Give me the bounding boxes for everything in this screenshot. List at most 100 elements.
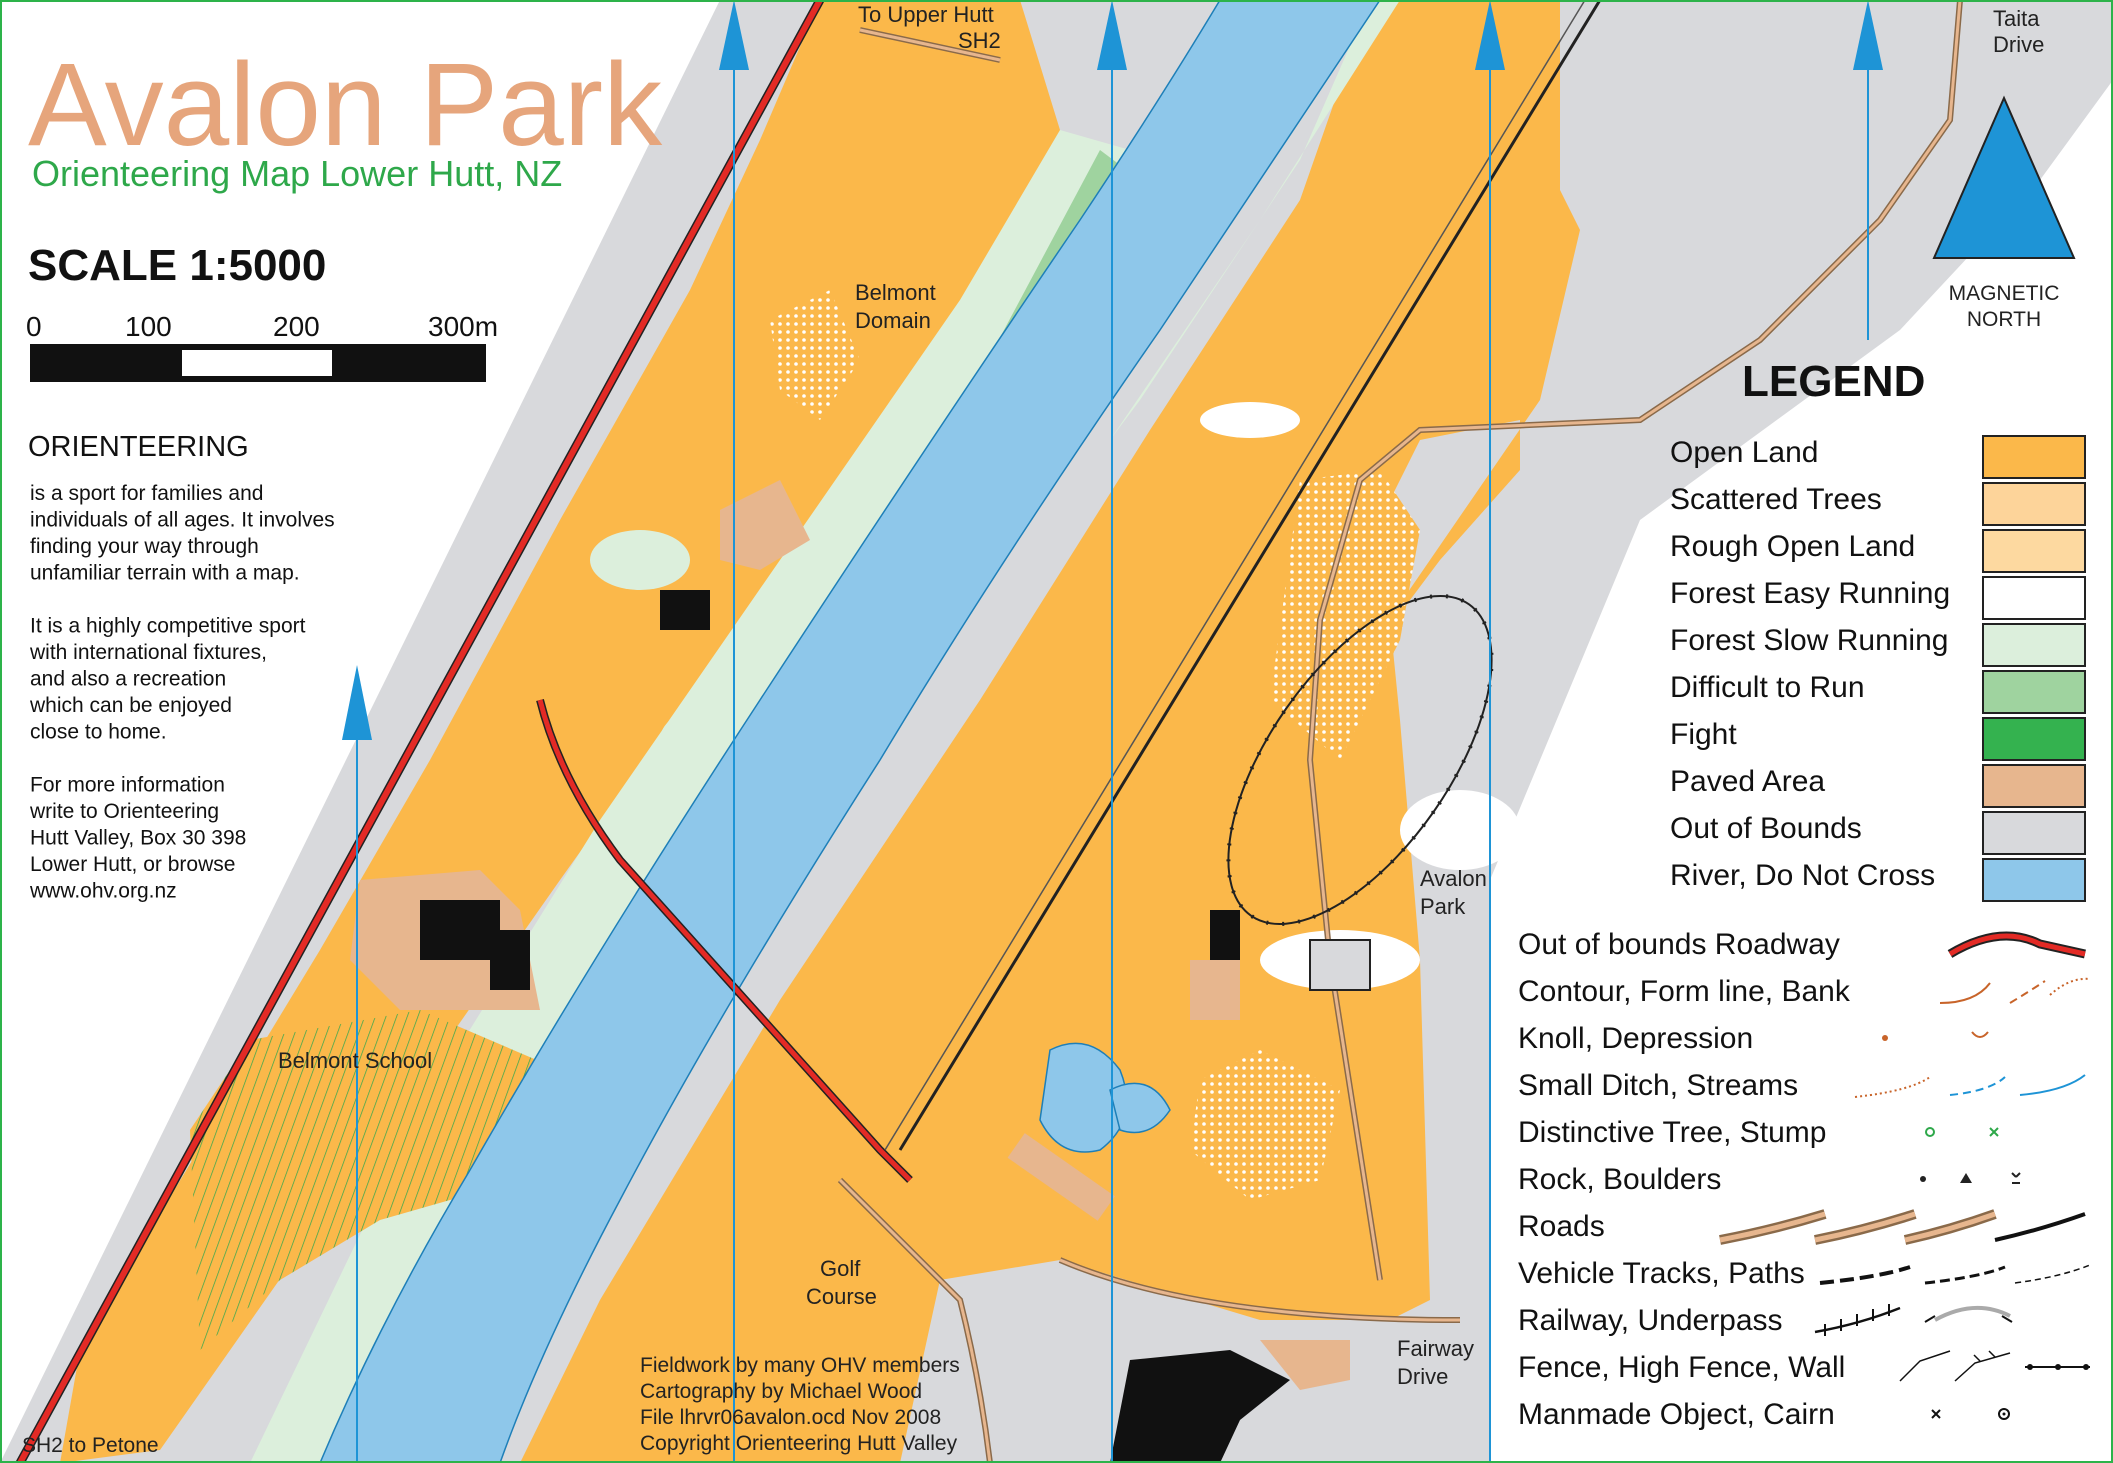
legend-label: Scattered Trees xyxy=(1670,483,1882,516)
scale-tick-200: 200 xyxy=(273,311,320,342)
legend-label: Out of bounds Roadway xyxy=(1518,928,1840,961)
scattered-trees-4 xyxy=(770,290,860,420)
belmont-school-grounds xyxy=(190,1010,560,1350)
info-line: Lower Hutt, or browse xyxy=(30,853,235,876)
info-line: write to Orienteering xyxy=(29,800,219,823)
place-belmont-school: Belmont School xyxy=(278,1048,432,1073)
lower-paved xyxy=(1260,1340,1350,1390)
info-line: For more information xyxy=(30,774,225,797)
hutt-river xyxy=(319,0,1381,1463)
info-heading: ORIENTEERING xyxy=(28,431,249,463)
info-line: It is a highly competitive sport xyxy=(30,615,306,638)
place-golf-2: Course xyxy=(806,1284,877,1309)
credit-line-4: Copyright Orienteering Hutt Valley xyxy=(640,1432,958,1455)
magnetic-north-icon xyxy=(1932,95,2076,259)
legend-swatch xyxy=(1982,529,2086,573)
legend-label: Rough Open Land xyxy=(1670,530,1915,563)
forest-patch-4 xyxy=(660,710,740,770)
info-line: with international fixtures, xyxy=(29,641,267,664)
info-line: and also a recreation xyxy=(30,668,226,691)
legend-label: Paved Area xyxy=(1670,765,1825,798)
place-upper-hutt-1: To Upper Hutt xyxy=(858,2,994,27)
place-taita-1: Taita xyxy=(1993,6,2040,31)
road-symbol xyxy=(1719,1209,2086,1245)
road-upper-hutt-fill xyxy=(859,28,1001,62)
legend-title: LEGEND xyxy=(1742,357,1925,406)
legend-swatch xyxy=(1982,435,2086,479)
credit-line-1: Fieldwork by many OHV members xyxy=(640,1354,960,1377)
domain-building xyxy=(660,590,710,630)
roadway-symbol xyxy=(1947,931,2086,959)
legend-label: Distinctive Tree, Stump xyxy=(1518,1116,1826,1149)
forest-patch-5 xyxy=(590,530,690,590)
cairn-symbol xyxy=(1931,1408,2010,1420)
legend-label: Forest Easy Running xyxy=(1670,577,1950,610)
right-panel-white xyxy=(1490,80,2113,1463)
north-line-arrows xyxy=(342,0,1883,740)
info-body: is a sport for families and individuals o… xyxy=(29,482,335,903)
golf-paved xyxy=(1007,1133,1115,1221)
north-lines xyxy=(356,60,1869,1463)
magnetic-north-label-1: MAGNETIC xyxy=(1949,282,2060,305)
domain-paved xyxy=(720,480,810,570)
place-petone: SH2 to Petone xyxy=(22,1434,159,1457)
legend-swatch xyxy=(1982,858,2086,902)
info-line: which can be enjoyed xyxy=(29,694,232,717)
credit-line-3: File lhrvr06avalon.ocd Nov 2008 xyxy=(640,1406,941,1429)
scale-tick-300: 300m xyxy=(428,311,498,342)
park-building-2 xyxy=(1210,910,1240,960)
legend-swatch xyxy=(1982,764,2086,808)
legend-swatch xyxy=(1982,811,2086,855)
railway-line-2 xyxy=(884,0,1586,1151)
place-fairway-1: Fairway xyxy=(1397,1336,1474,1361)
legend-swatch xyxy=(1982,576,2086,620)
lower-building xyxy=(1110,1350,1290,1463)
forest-patch-1 xyxy=(1200,402,1300,438)
legend-label: Railway, Underpass xyxy=(1518,1304,1783,1337)
legend-swatch xyxy=(1982,482,2086,526)
stream-symbol xyxy=(1854,1074,2086,1098)
legend-swatch xyxy=(1982,670,2086,714)
info-line: individuals of all ages. It involves xyxy=(30,509,335,532)
legend-label: River, Do Not Cross xyxy=(1670,859,1935,892)
map-subtitle: Orienteering Map Lower Hutt, NZ xyxy=(32,153,562,194)
oval-track-line xyxy=(1227,595,1493,925)
info-line: close to home. xyxy=(30,721,167,744)
road-fairway-fill xyxy=(1059,1258,1461,1322)
park-paved xyxy=(1190,960,1240,1020)
scale-bar xyxy=(30,344,486,382)
info-line: is a sport for families and xyxy=(30,482,263,505)
map-title: Avalon Park xyxy=(28,39,663,171)
place-taita-2: Drive xyxy=(1993,32,2044,57)
pond-2 xyxy=(1109,1082,1171,1134)
legend-label: Manmade Object, Cairn xyxy=(1518,1398,1835,1431)
scale-tick-0: 0 xyxy=(26,311,42,342)
place-belmont-domain-2: Domain xyxy=(855,308,931,333)
forest-patch-3 xyxy=(1400,790,1520,870)
place-avalon-park-2: Park xyxy=(1420,894,1466,919)
info-line: www.ohv.org.nz xyxy=(29,880,177,903)
info-line: Hutt Valley, Box 30 398 xyxy=(30,827,246,850)
scale-tick-100: 100 xyxy=(125,311,172,342)
scattered-trees-3 xyxy=(1190,1050,1340,1200)
railway-symbol xyxy=(1814,1304,2013,1336)
park-building xyxy=(1309,939,1371,991)
magnetic-north-label-2: NORTH xyxy=(1967,308,2041,331)
scattered-trees-2 xyxy=(1270,470,1420,760)
road-taita-fill xyxy=(1308,0,1962,1281)
place-belmont-domain-1: Belmont xyxy=(855,280,936,305)
legend-label: Difficult to Run xyxy=(1670,671,1865,704)
place-fairway-2: Drive xyxy=(1397,1364,1448,1389)
legend-label: Open Land xyxy=(1670,436,1818,469)
place-avalon-park-1: Avalon xyxy=(1420,866,1487,891)
legend-label: Small Ditch, Streams xyxy=(1518,1069,1798,1102)
place-golf-1: Golf xyxy=(820,1256,861,1281)
railway-line xyxy=(898,0,1602,1151)
scale-label: SCALE 1:5000 xyxy=(28,241,326,290)
knoll-symbol xyxy=(1882,1031,1989,1041)
legend-label: Roads xyxy=(1518,1210,1605,1243)
info-line: finding your way through xyxy=(30,535,259,558)
info-line: unfamiliar terrain with a map. xyxy=(30,562,300,585)
east-forest-strip xyxy=(1110,0,1400,440)
